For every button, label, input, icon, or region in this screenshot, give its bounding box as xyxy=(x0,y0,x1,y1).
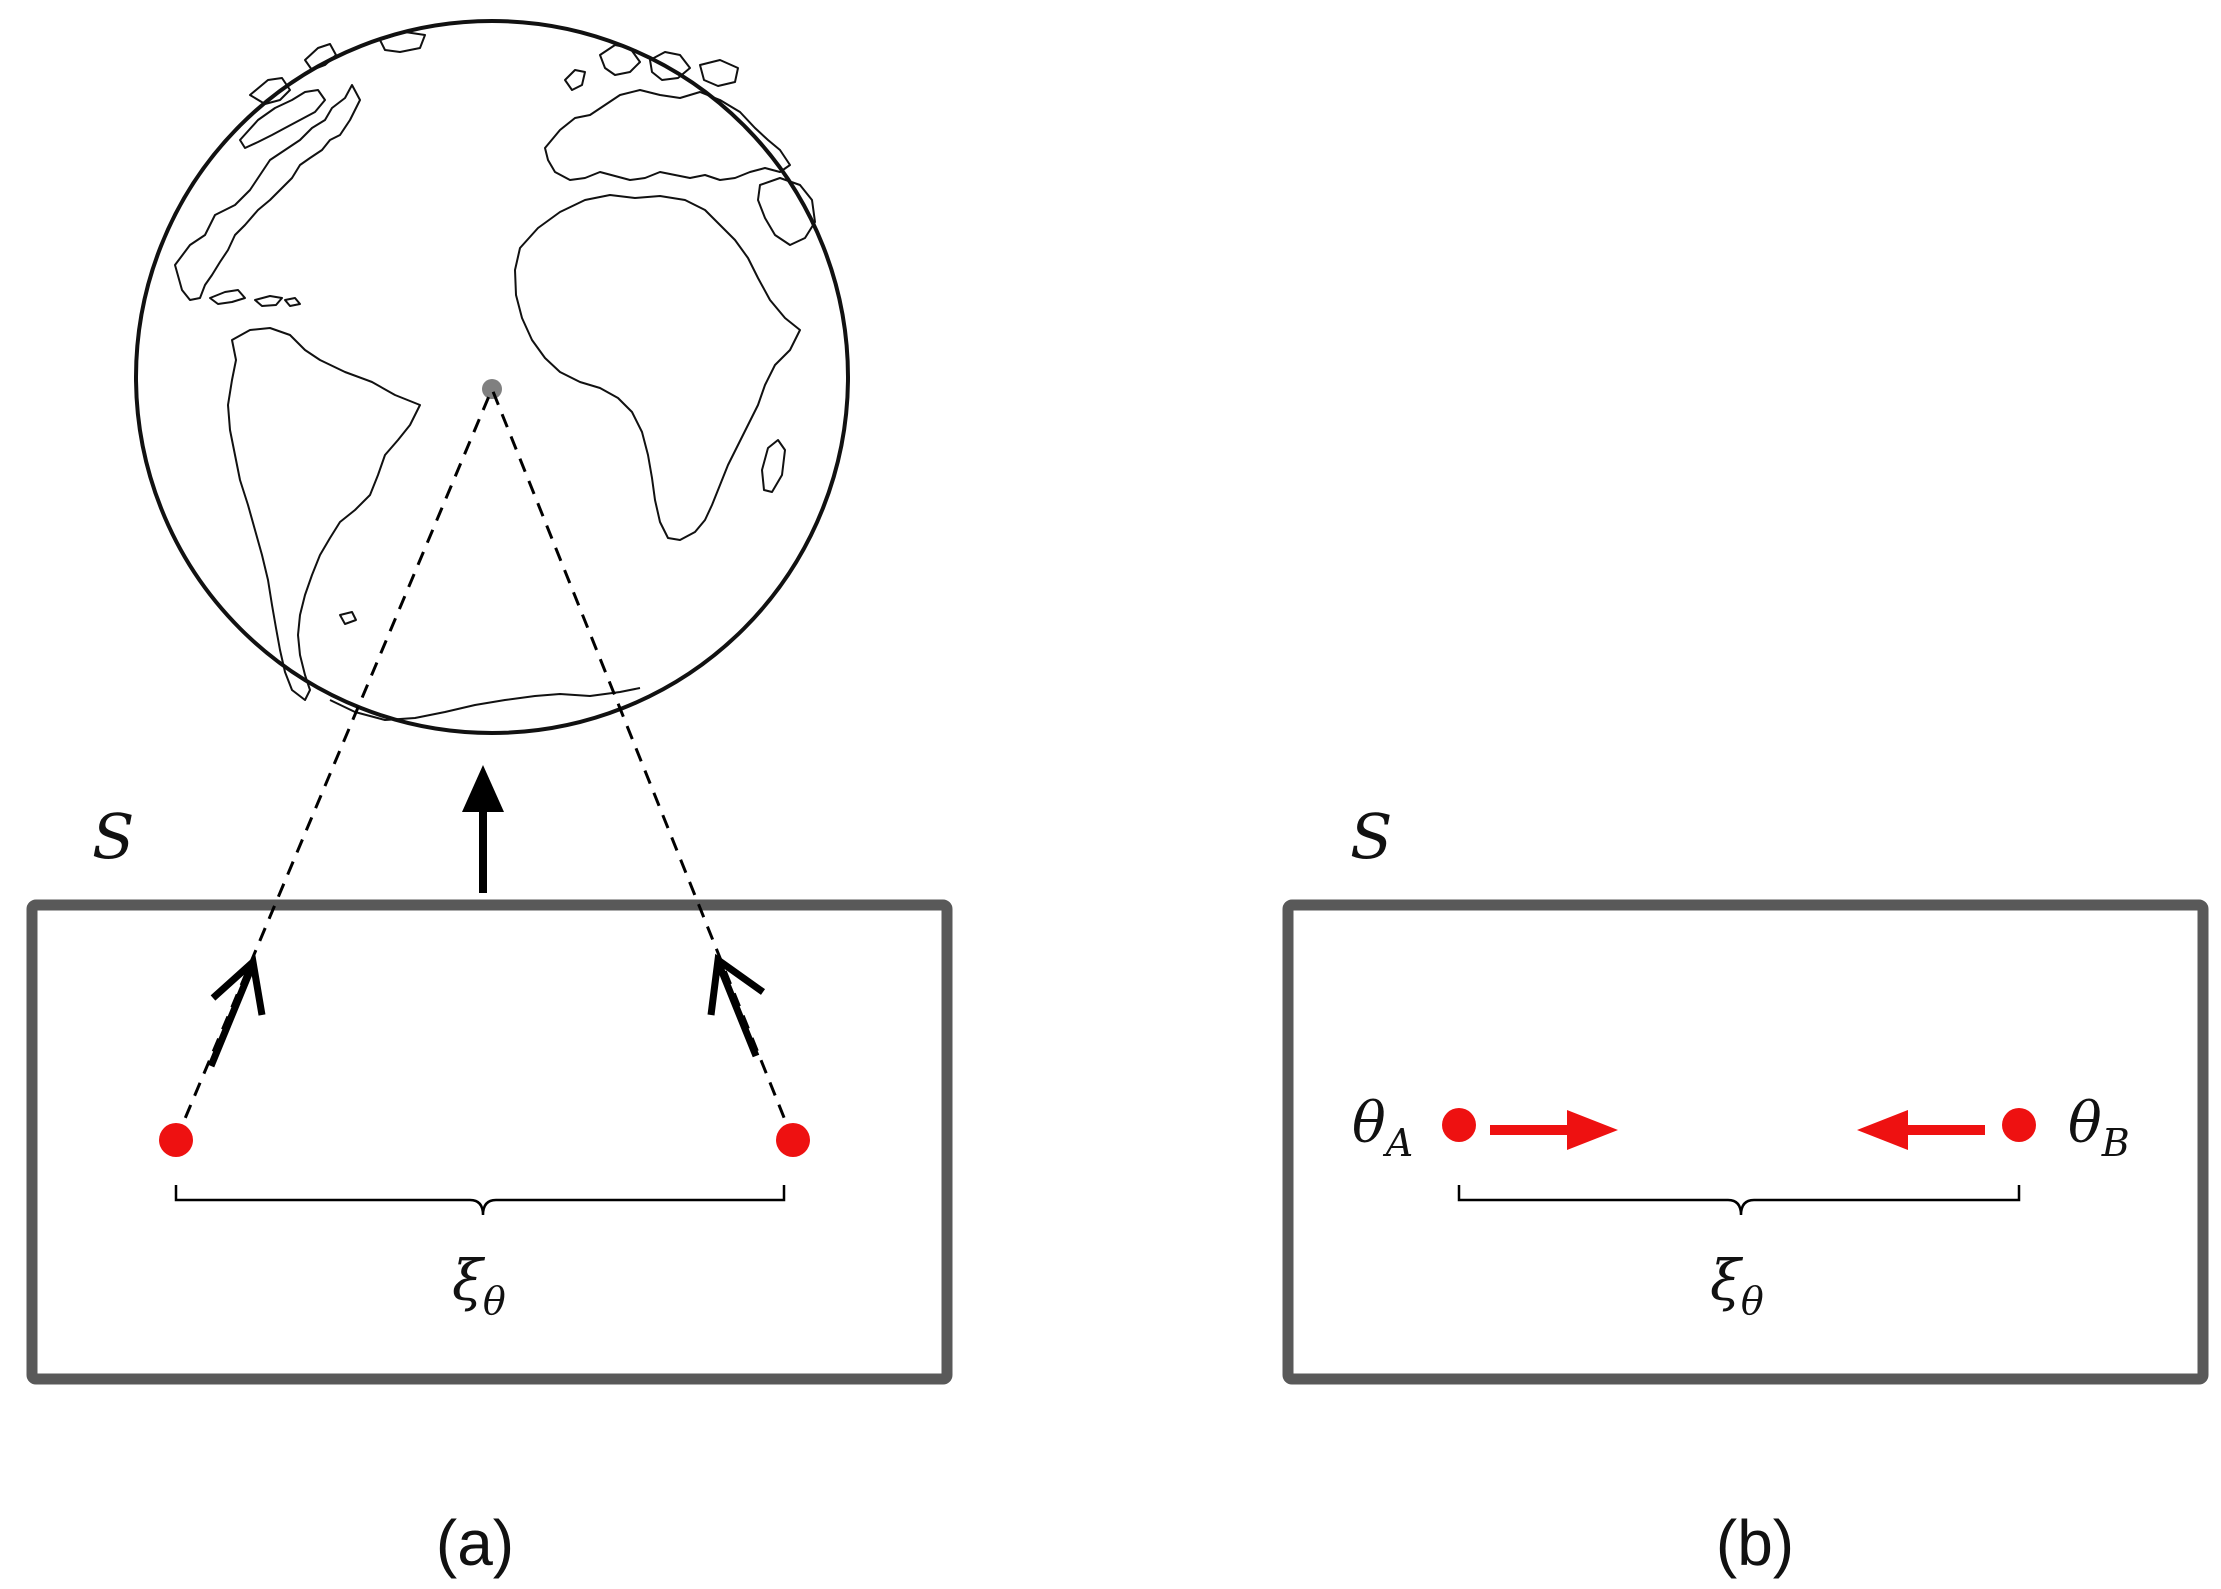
earth-globe-icon xyxy=(134,19,850,735)
source-point-right xyxy=(776,1123,810,1157)
line-of-sight-right xyxy=(490,388,795,1141)
caption-b: (b) xyxy=(1716,1507,1794,1579)
separation-brace-b xyxy=(1457,1185,2021,1216)
separation-label-a: ξθ xyxy=(452,1249,506,1323)
separation-label-b: ξθ xyxy=(1710,1249,1764,1323)
frame-box-a xyxy=(26,899,953,1385)
source-point-left xyxy=(159,1123,193,1157)
source-point-b xyxy=(2002,1108,2036,1142)
line-of-sight-left xyxy=(174,388,494,1141)
caption-a: (a) xyxy=(436,1507,514,1579)
panel-a: S ξθ (a) xyxy=(26,19,953,1579)
frame-label-b: S xyxy=(1350,800,1392,873)
separation-brace-a xyxy=(174,1185,786,1216)
velocity-arrow-up xyxy=(462,765,504,893)
shift-arrow-left xyxy=(1857,1110,1985,1150)
shift-arrow-right xyxy=(1490,1110,1618,1150)
frame-label-a: S xyxy=(92,800,134,873)
panel-b: S θA θB ξθ (b) xyxy=(1282,800,2209,1579)
source-point-a xyxy=(1442,1108,1476,1142)
aberration-arrow-right xyxy=(707,953,766,1058)
earth-center-point xyxy=(482,379,502,399)
aberration-arrow-left xyxy=(207,955,266,1068)
source-label-a: θA xyxy=(1352,1091,1413,1165)
frame-box-b xyxy=(1282,899,2209,1385)
source-label-b: θB xyxy=(2068,1091,2130,1165)
